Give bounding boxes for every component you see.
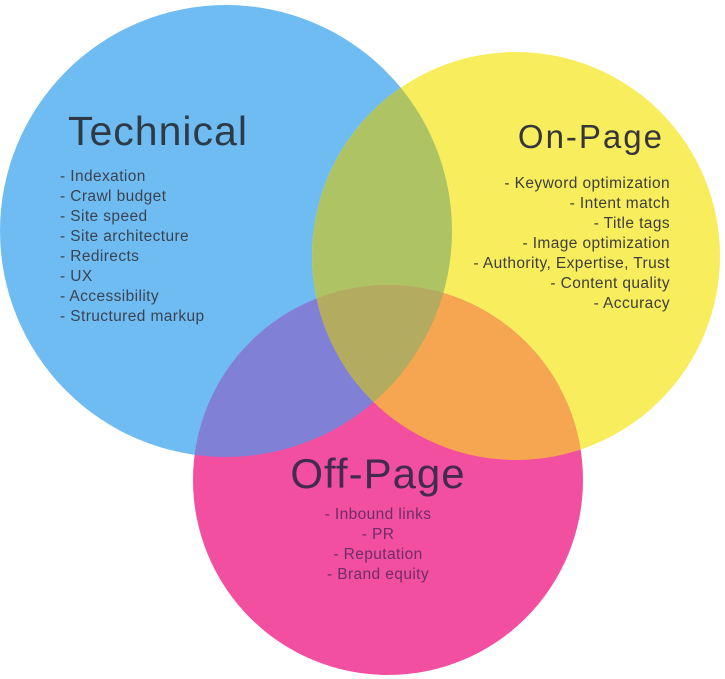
list-item: - Indexation — [60, 168, 146, 186]
list-item: - Intent match — [569, 194, 670, 212]
list-item: - Site architecture — [60, 228, 190, 246]
list-item: - Keyword optimization — [504, 174, 670, 192]
list-item: - Image optimization — [522, 234, 670, 252]
list-item: - Brand equity — [326, 566, 430, 584]
onpage-item-list: - Keyword optimization - Intent match - … — [473, 174, 670, 314]
list-item: - Reputation — [333, 546, 423, 564]
list-item: - Structured markup — [60, 308, 205, 326]
list-item: - UX — [60, 268, 93, 286]
onpage-section: On-Page - Keyword optimization - Intent … — [473, 118, 670, 314]
offpage-item-list: - Inbound links - PR - Reputation - Bran… — [218, 505, 538, 585]
list-item: - Inbound links — [324, 506, 432, 524]
list-item: - Accessibility — [60, 288, 160, 306]
list-item: - Content quality — [550, 274, 670, 292]
list-item: - Site speed — [60, 208, 148, 226]
technical-section: Technical - Indexation - Crawl budget - … — [60, 108, 248, 327]
list-item: - Accuracy — [593, 294, 670, 312]
overlap-technical-offpage — [193, 285, 452, 457]
list-item: - Redirects — [60, 248, 140, 266]
list-item: - Title tags — [593, 214, 670, 232]
technical-item-list: - Indexation - Crawl budget - Site speed… — [60, 167, 248, 327]
technical-title: Technical — [68, 108, 248, 154]
overlap-onpage-offpage — [312, 285, 583, 460]
onpage-title: On-Page — [517, 118, 664, 155]
list-item: - Crawl budget — [60, 188, 167, 206]
list-item: - Authority, Expertise, Trust — [473, 254, 670, 272]
offpage-title: Off-Page — [290, 450, 466, 497]
list-item: - PR — [361, 526, 395, 544]
offpage-section: Off-Page - Inbound links - PR - Reputati… — [218, 450, 538, 585]
